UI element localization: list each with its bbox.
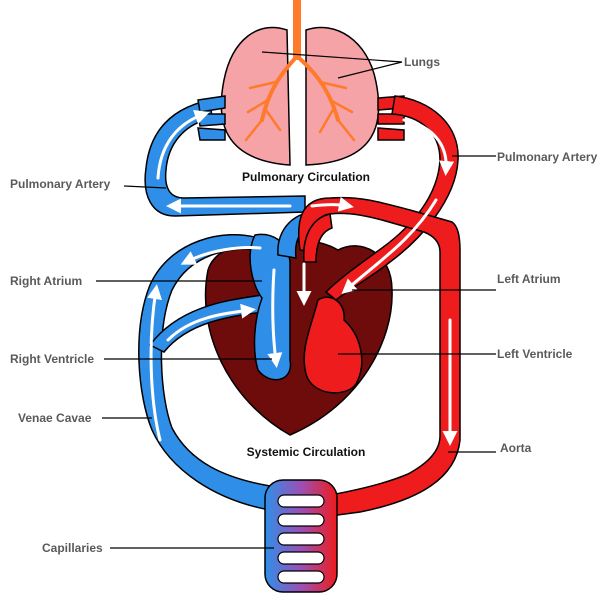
lung-left	[305, 26, 380, 166]
label-left-ventricle: Left Ventricle	[497, 347, 573, 361]
label-capillaries: Capillaries	[42, 541, 103, 555]
left-heart-chamber	[303, 296, 363, 394]
label-pulmonary-artery-left: Pulmonary Artery	[10, 177, 111, 191]
flow-arrows	[147, 109, 458, 446]
pulmonary-circulation-title: Pulmonary Circulation	[242, 170, 370, 184]
leader-lines	[96, 51, 496, 549]
airway	[244, 0, 356, 142]
capillary-bed	[264, 479, 338, 593]
lung-right	[220, 26, 291, 166]
label-lungs: Lungs	[404, 55, 440, 69]
label-right-atrium: Right Atrium	[10, 274, 82, 288]
label-right-ventricle: Right Ventricle	[10, 352, 94, 366]
lungs	[220, 0, 380, 166]
aorta-descend	[303, 213, 333, 263]
label-aorta: Aorta	[500, 441, 532, 455]
label-venae-cavae: Venae Cavae	[18, 411, 92, 425]
label-left-atrium: Left Atrium	[497, 272, 561, 286]
label-pulmonary-artery-right: Pulmonary Artery	[497, 150, 598, 164]
systemic-circulation-title: Systemic Circulation	[247, 445, 366, 459]
